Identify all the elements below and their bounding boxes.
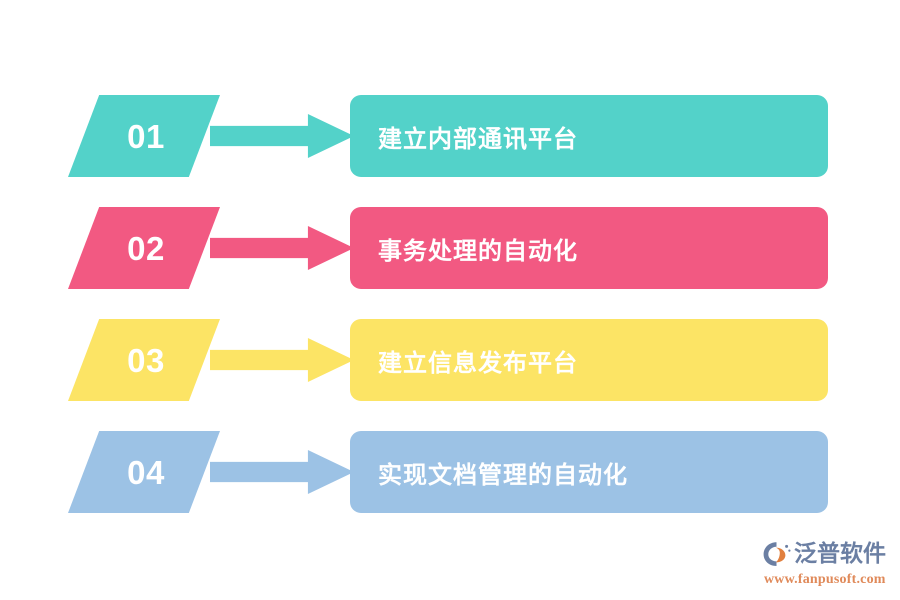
watermark-brand-text: 泛普软件	[794, 540, 886, 567]
step-number-text: 01	[127, 117, 165, 155]
step-number-badge[interactable]: 04	[68, 431, 220, 513]
step-row: 02 事务处理的自动化	[0, 207, 900, 289]
arrow-right-icon	[210, 450, 354, 494]
arrow-right-icon	[210, 114, 354, 158]
step-row: 03 建立信息发布平台	[0, 319, 900, 401]
step-label-text: 事务处理的自动化	[378, 237, 578, 265]
step-row: 01 建立内部通讯平台	[0, 95, 900, 177]
step-number-badge[interactable]: 02	[68, 207, 220, 289]
watermark-url-text: www.fanpusoft.com	[764, 572, 886, 587]
watermark-logo: 泛普软件 www.fanpusoft.com	[762, 538, 894, 590]
step-label-text: 建立信息发布平台	[378, 349, 578, 377]
step-number-text: 04	[127, 453, 165, 491]
step-label-bar[interactable]: 实现文档管理的自动化	[350, 431, 828, 513]
step-row: 04 实现文档管理的自动化	[0, 431, 900, 513]
step-number-badge[interactable]: 01	[68, 95, 220, 177]
step-label-text: 建立内部通讯平台	[378, 125, 578, 153]
arrow-right-icon	[210, 226, 354, 270]
step-number-text: 02	[127, 229, 165, 267]
step-number-text: 03	[127, 341, 165, 379]
arrow-right-icon	[210, 338, 354, 382]
step-label-bar[interactable]: 建立信息发布平台	[350, 319, 828, 401]
fanpu-logo-icon	[762, 540, 792, 568]
step-label-text: 实现文档管理的自动化	[378, 461, 628, 489]
step-number-badge[interactable]: 03	[68, 319, 220, 401]
watermark-brand-row: 泛普软件	[762, 538, 894, 570]
step-label-bar[interactable]: 建立内部通讯平台	[350, 95, 828, 177]
step-label-bar[interactable]: 事务处理的自动化	[350, 207, 828, 289]
